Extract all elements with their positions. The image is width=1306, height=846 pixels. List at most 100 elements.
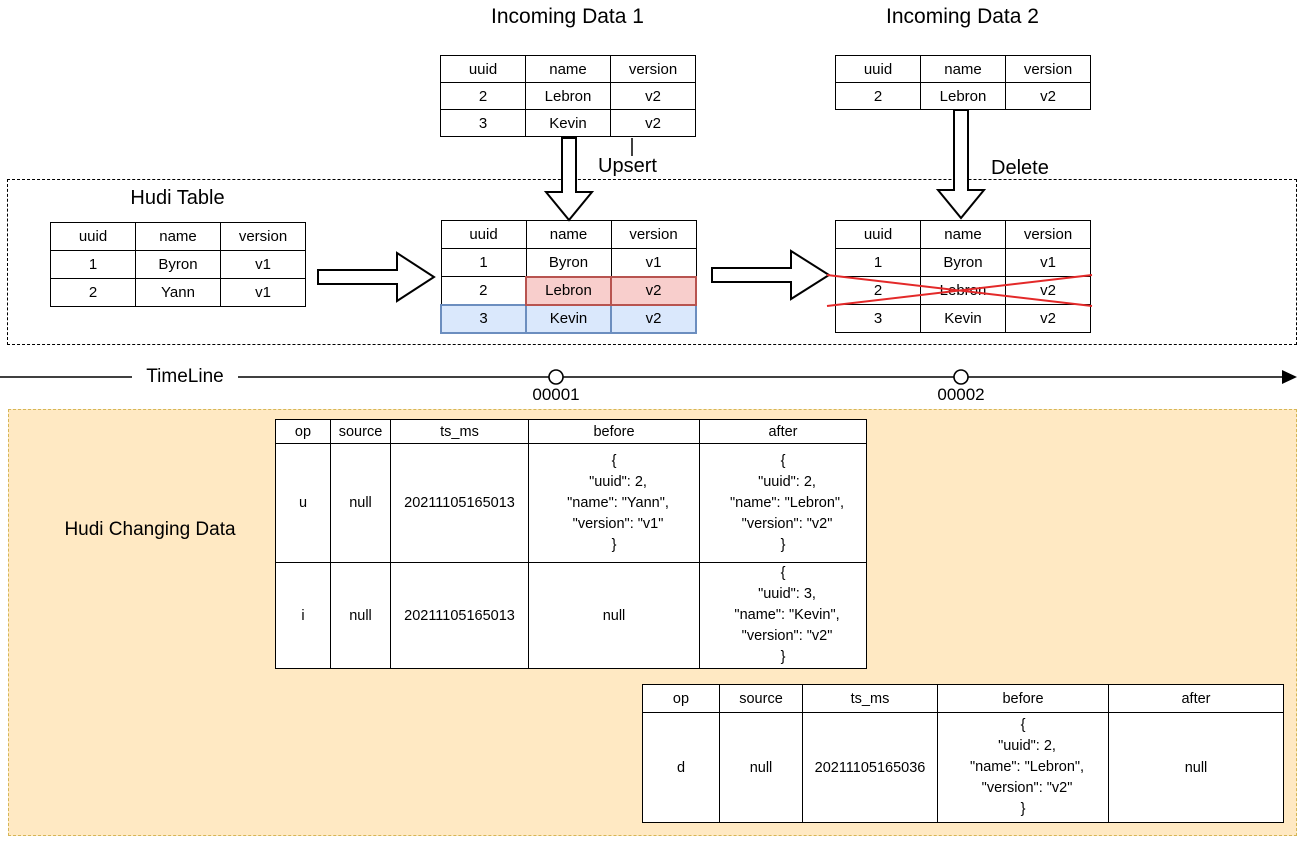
table-cell: 3 xyxy=(440,109,526,137)
table-cell: 2 xyxy=(50,278,136,307)
hudi-after-upsert-table: uuid name version 1 Byron v1 2 Lebron v2… xyxy=(440,220,697,334)
cdc-update-row: u null 20211105165013 { "uuid": 2, "name… xyxy=(275,443,867,563)
inserted-cell: 3 xyxy=(440,303,527,334)
table-cell: d xyxy=(642,712,720,823)
table-header-cell: op xyxy=(642,684,720,713)
table-header-cell: version xyxy=(220,222,306,251)
table-cell: i xyxy=(275,562,331,669)
incoming-data-2-title: Incoming Data 2 xyxy=(886,5,1039,28)
table-cell: 3 xyxy=(835,304,921,333)
table-cell: v1 xyxy=(220,278,306,307)
table-cell: 2 xyxy=(835,82,921,110)
timeline-label: TimeLine xyxy=(146,366,224,387)
table-cell: Kevin xyxy=(525,109,611,137)
table-header-row: uuid name version xyxy=(50,222,306,251)
cdc-delete-row: d null 20211105165036 { "uuid": 2, "name… xyxy=(642,712,1284,823)
incoming-data-1-title: Incoming Data 1 xyxy=(491,5,644,28)
table-cell: Byron xyxy=(525,248,612,277)
hudi-initial-table: uuid name version 1 Byron v1 2 Yann v1 xyxy=(50,222,306,307)
table-cell: v1 xyxy=(220,250,306,279)
table-cell: v1 xyxy=(1005,248,1091,277)
table-cell: Lebron xyxy=(920,82,1006,110)
table-header-row: uuid name version xyxy=(835,220,1091,249)
hudi-changing-data-label: Hudi Changing Data xyxy=(64,519,236,540)
table-cell: null xyxy=(330,562,391,669)
before-null-cell: null xyxy=(528,562,700,669)
table-cell: 1 xyxy=(440,248,527,277)
table-header-cell: name xyxy=(135,222,221,251)
cdc-insert-row: i null 20211105165013 null { "uuid": 3, … xyxy=(275,562,867,669)
table-row: 3 Kevin v2 xyxy=(440,109,696,137)
hudi-table-container-box xyxy=(7,179,1297,345)
after-json-cell: { "uuid": 3, "name": "Kevin", "version":… xyxy=(699,562,867,669)
table-header-cell: ts_ms xyxy=(390,419,529,444)
cdc-table-commit2: op source ts_ms before after d null 2021… xyxy=(642,684,1284,823)
before-json-cell: { "uuid": 2, "name": "Lebron", "version"… xyxy=(937,712,1109,823)
table-header-cell: source xyxy=(330,419,391,444)
table-header-cell: version xyxy=(610,220,697,249)
table-cell: 2 xyxy=(440,276,527,305)
table-header-cell: version xyxy=(610,55,696,83)
table-cell: null xyxy=(330,443,391,563)
table-header-cell: version xyxy=(1005,55,1091,83)
commit-2-marker xyxy=(953,369,969,385)
table-header-cell: name xyxy=(920,220,1006,249)
table-cell: Lebron xyxy=(525,82,611,110)
table-row: 1 Byron v1 xyxy=(50,250,306,279)
table-header-cell: before xyxy=(528,419,700,444)
table-header-cell: uuid xyxy=(440,55,526,83)
updated-cell: Lebron xyxy=(525,275,612,306)
updated-row: 2 Lebron v2 xyxy=(440,275,697,306)
table-header-row: uuid name version xyxy=(440,55,696,83)
hudi-after-delete-table: uuid name version 1 Byron v1 2 Lebron v2… xyxy=(835,220,1091,333)
table-header-cell: after xyxy=(1108,684,1284,713)
table-header-cell: before xyxy=(937,684,1109,713)
table-cell: 1 xyxy=(50,250,136,279)
upsert-label: Upsert xyxy=(598,155,657,177)
after-json-cell: { "uuid": 2, "name": "Lebron", "version"… xyxy=(699,443,867,563)
table-cell: 2 xyxy=(835,276,921,305)
table-cell: Kevin xyxy=(920,304,1006,333)
table-header-row: uuid name version xyxy=(835,55,1091,83)
table-cell: 2 xyxy=(440,82,526,110)
table-header-cell: uuid xyxy=(50,222,136,251)
inserted-cell: v2 xyxy=(610,303,697,334)
table-header-cell: source xyxy=(719,684,803,713)
incoming-data-1-table: uuid name version 2 Lebron v2 3 Kevin v2 xyxy=(440,55,696,137)
table-header-row: op source ts_ms before after xyxy=(642,684,1284,713)
table-header-cell: uuid xyxy=(835,220,921,249)
before-json-cell: { "uuid": 2, "name": "Yann", "version": … xyxy=(528,443,700,563)
table-header-cell: name xyxy=(920,55,1006,83)
table-header-row: op source ts_ms before after xyxy=(275,419,867,444)
updated-cell: v2 xyxy=(610,275,697,306)
hudi-table-label: Hudi Table xyxy=(130,187,225,209)
deleted-row: 2 Lebron v2 xyxy=(835,276,1091,305)
table-cell: Yann xyxy=(135,278,221,307)
table-row: 2 Yann v1 xyxy=(50,278,306,307)
delete-label: Delete xyxy=(991,157,1049,179)
timeline-arrowhead-icon xyxy=(1282,370,1297,384)
table-header-cell: name xyxy=(525,55,611,83)
table-row: 2 Lebron v2 xyxy=(440,82,696,110)
after-null-cell: null xyxy=(1108,712,1284,823)
table-cell: 20211105165036 xyxy=(802,712,938,823)
commit-1-label: 00001 xyxy=(532,385,580,404)
commit-2-label: 00002 xyxy=(937,385,985,404)
table-cell: Byron xyxy=(920,248,1006,277)
table-header-cell: uuid xyxy=(835,55,921,83)
inserted-cell: Kevin xyxy=(525,303,612,334)
table-cell: 1 xyxy=(835,248,921,277)
table-cell: 20211105165013 xyxy=(390,562,529,669)
table-header-cell: uuid xyxy=(440,220,527,249)
table-header-cell: ts_ms xyxy=(802,684,938,713)
table-row: 1 Byron v1 xyxy=(440,248,697,277)
table-cell: v2 xyxy=(610,82,696,110)
cdc-table-commit1: op source ts_ms before after u null 2021… xyxy=(275,419,867,669)
inserted-row: 3 Kevin v2 xyxy=(440,303,697,334)
table-cell: null xyxy=(719,712,803,823)
table-cell: Byron xyxy=(135,250,221,279)
table-cell: v2 xyxy=(610,109,696,137)
table-row: 3 Kevin v2 xyxy=(835,304,1091,333)
table-cell: Lebron xyxy=(920,276,1006,305)
